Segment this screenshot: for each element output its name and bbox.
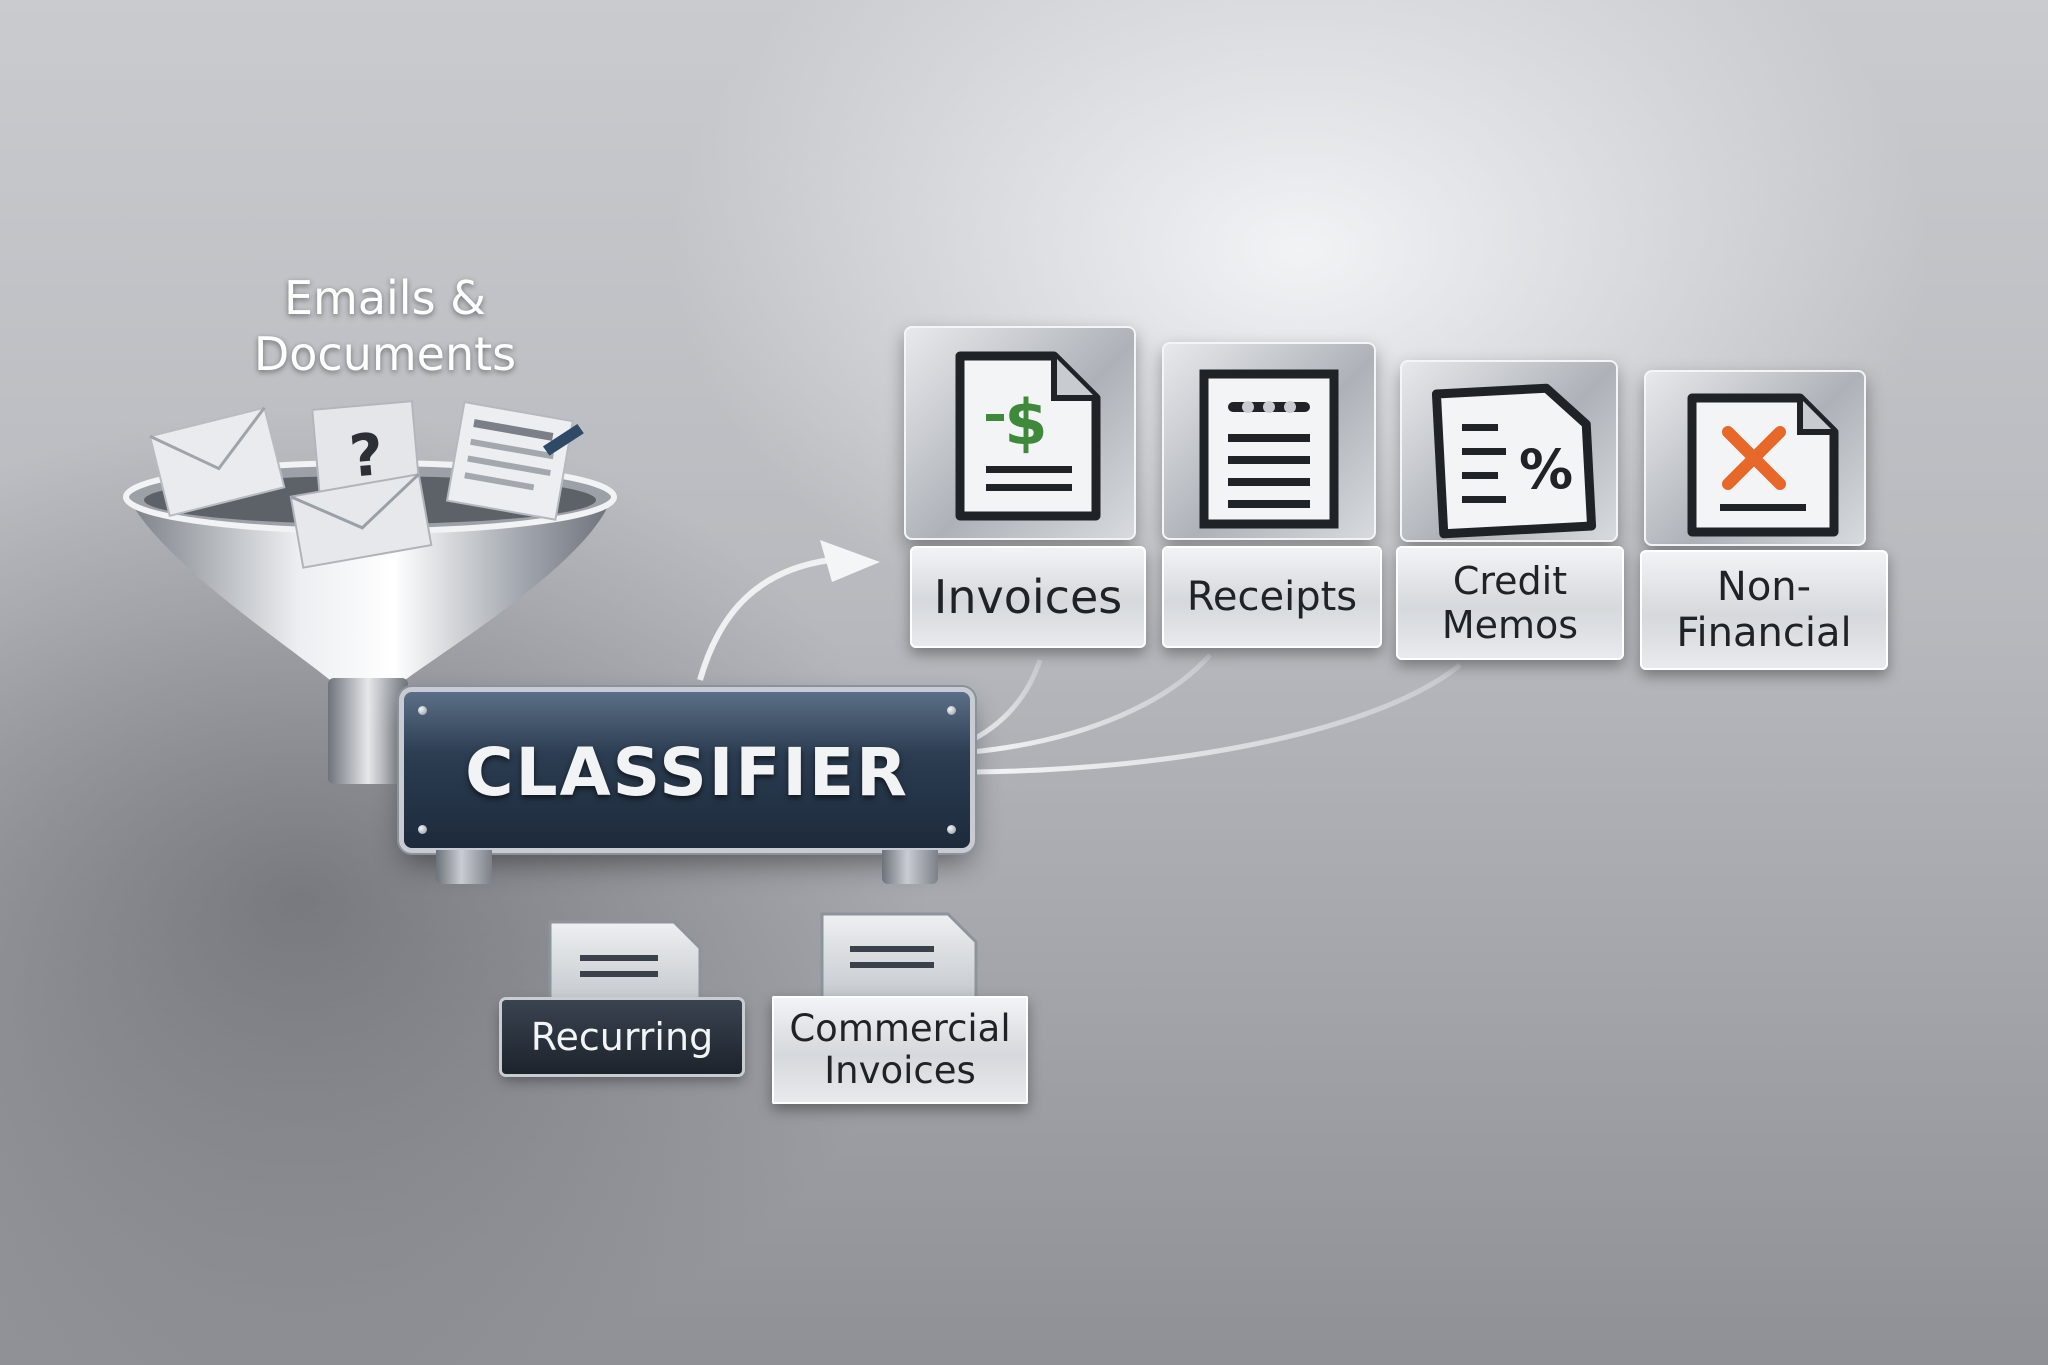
- arrow-head: [820, 540, 880, 582]
- form-document-icon: [445, 400, 584, 521]
- arrow-to-invoices: [697, 557, 831, 681]
- invoice-dollar-icon: $: [955, 351, 1101, 521]
- source-title-line2: Documents: [253, 327, 517, 381]
- subcategory-label-text: Recurring: [530, 1015, 714, 1059]
- category-label-text: Invoices: [933, 570, 1123, 624]
- classifier-box: CLASSIFIER: [404, 692, 970, 848]
- credit-memos-tile: %: [1400, 360, 1618, 542]
- non-financial-tile: [1644, 370, 1866, 546]
- source-title: Emails & Documents: [220, 270, 550, 382]
- category-label-text: Credit: [1452, 559, 1568, 603]
- envelope-icon: [148, 406, 286, 518]
- screw: [418, 706, 427, 715]
- wire-to-invoices: [970, 659, 1043, 743]
- category-label-text: Financial: [1676, 610, 1852, 656]
- svg-text:$: $: [1004, 386, 1047, 459]
- subcategory-label-recurring: Recurring: [502, 1000, 742, 1074]
- screw: [947, 706, 956, 715]
- invoices-tile: $: [904, 326, 1136, 540]
- receipts-tile: [1162, 342, 1376, 540]
- receipt-icon: [1199, 369, 1339, 529]
- envelope-icon: [289, 473, 433, 569]
- wire-to-receipts: [971, 653, 1212, 755]
- funnel-neck: [328, 678, 408, 784]
- commercial-invoices-document-icon: [820, 912, 978, 1002]
- category-label-credit-memos: Credit Memos: [1396, 546, 1624, 660]
- screw: [947, 825, 956, 834]
- subcategory-label-text: Invoices: [824, 1049, 976, 1092]
- classifier-label: CLASSIFIER: [465, 734, 909, 811]
- classifier-foot: [436, 850, 492, 884]
- category-label-text: Non-: [1716, 564, 1812, 610]
- category-label-non-financial: Non- Financial: [1640, 550, 1888, 670]
- subcategory-label-text: Commercial: [789, 1007, 1011, 1050]
- percent-document-icon: %: [1431, 383, 1597, 539]
- recurring-document-icon: [548, 920, 702, 1004]
- category-label-receipts: Receipts: [1162, 546, 1382, 648]
- rejected-document-icon: [1687, 393, 1839, 537]
- category-label-text: Memos: [1441, 603, 1579, 647]
- funnel-cone: [128, 497, 612, 680]
- category-label-text: Receipts: [1186, 574, 1358, 620]
- wire-to-credit-memos: [971, 663, 1462, 775]
- classifier-foot: [882, 850, 938, 884]
- subcategory-label-commercial-invoices: Commercial Invoices: [772, 996, 1028, 1104]
- source-title-line1: Emails &: [283, 271, 487, 325]
- svg-text:?: ?: [347, 420, 386, 491]
- svg-text:%: %: [1519, 438, 1573, 501]
- screw: [418, 825, 427, 834]
- category-label-invoices: Invoices: [910, 546, 1146, 648]
